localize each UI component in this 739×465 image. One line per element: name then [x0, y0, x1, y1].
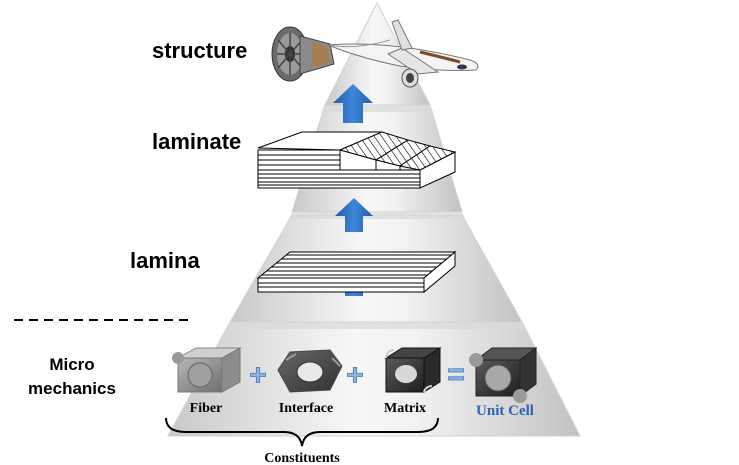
- constituents-label: Constituents: [264, 451, 340, 465]
- lamina-plate-icon: [256, 250, 457, 294]
- up-arrow-icon: [333, 84, 373, 123]
- level-label-laminate: laminate: [152, 129, 241, 154]
- laminate-stack-icon: [257, 131, 457, 189]
- unit-cell-label: Unit Cell: [476, 403, 534, 419]
- level-label-lamina: lamina: [130, 248, 200, 273]
- fiber-label: Fiber: [190, 401, 223, 416]
- matrix-cube-icon: [384, 347, 442, 393]
- airplane-icon: [327, 19, 479, 88]
- interface-cube-icon: [277, 349, 343, 393]
- up-arrow-icon: [335, 198, 373, 232]
- matrix-label: Matrix: [384, 401, 426, 416]
- plus-operator: +: [346, 359, 364, 392]
- plus-operator: +: [249, 359, 267, 392]
- level-label-mechanics: mechanics: [28, 379, 116, 398]
- level-label-micro: Micro: [49, 355, 94, 374]
- equals-operator: =: [447, 358, 465, 391]
- constituents-brace: [165, 417, 439, 447]
- jet-engine-icon: [271, 26, 335, 82]
- fiber-cube-icon: [172, 347, 242, 393]
- interface-label: Interface: [279, 401, 333, 416]
- unit-cell-cube-icon: [469, 347, 538, 403]
- level-label-structure: structure: [152, 38, 247, 63]
